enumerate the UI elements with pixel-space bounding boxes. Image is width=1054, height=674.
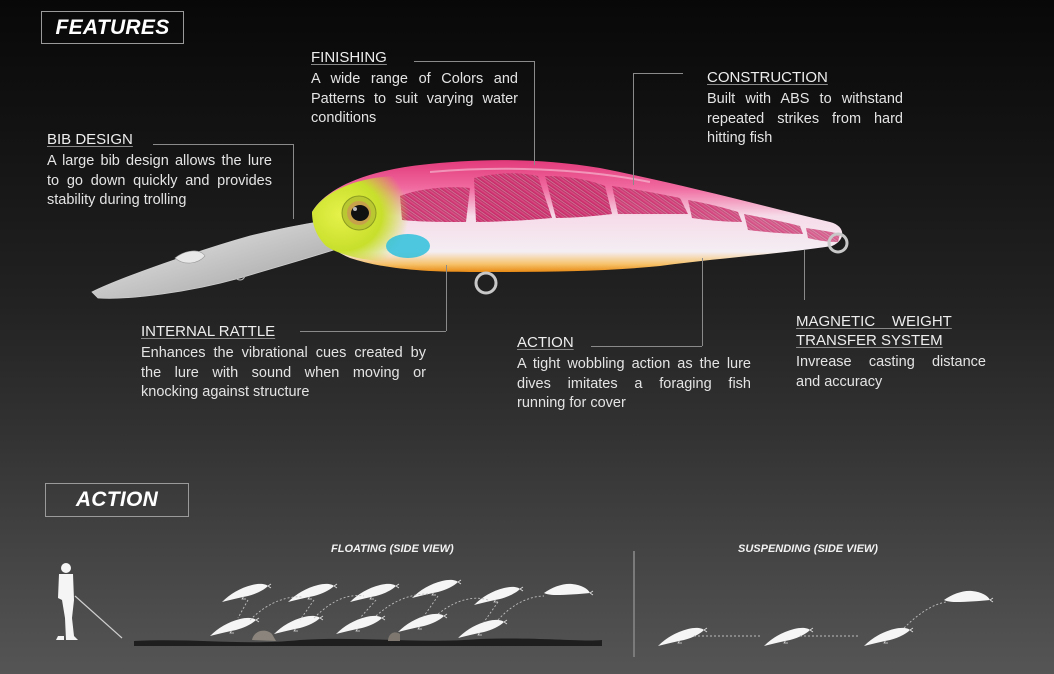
suspending-label: SUSPENDING (SIDE VIEW): [738, 543, 878, 555]
construction-leader-h: [633, 73, 683, 74]
bib-design-description: A large bib design allows the lure to go…: [47, 153, 272, 208]
action-title: ACTION: [517, 334, 574, 351]
construction-leader-v: [633, 73, 634, 185]
rattle-leader-v: [446, 265, 447, 331]
internal-rattle-title: INTERNAL RATTLE: [141, 323, 276, 340]
construction-description: Built with ABS to withstand repeated str…: [707, 91, 903, 146]
seabed: [134, 638, 602, 646]
finishing-title: FINISHING: [311, 49, 387, 66]
bib-leader-h: [153, 144, 293, 145]
floating-label: FLOATING (SIDE VIEW): [331, 543, 454, 555]
lure-body: [312, 160, 843, 272]
action-heading: ACTION: [45, 483, 189, 517]
floating-diagram: [56, 563, 602, 646]
action-leader-v: [702, 258, 703, 346]
action-divider: [633, 551, 635, 657]
angler-silhouette-icon: [56, 563, 123, 640]
construction-title: CONSTRUCTION: [707, 69, 828, 86]
nose-ring: [827, 232, 849, 254]
action-description: A tight wobbling action as the lure dive…: [517, 356, 751, 411]
action-leader-h: [591, 346, 702, 347]
lure-eye: [341, 195, 377, 231]
magnetic-title-line1: MAGNETIC WEIGHT: [796, 313, 952, 330]
action-heading-label: ACTION: [75, 488, 159, 511]
finishing-leader-v: [534, 61, 535, 165]
finishing-leader-h: [414, 61, 534, 62]
finishing-description: A wide range of Colors and Patterns to s…: [311, 71, 518, 126]
belly-ring: [474, 271, 498, 295]
bib-leader-v: [293, 144, 294, 219]
magnetic-leader-v: [804, 250, 805, 300]
internal-rattle-description: Enhances the vibrational cues created by…: [141, 345, 426, 400]
bib-design-title: BIB DESIGN: [47, 131, 133, 148]
features-heading: FEATURES: [41, 11, 184, 44]
magnetic-title-line2: TRANSFER SYSTEM: [796, 332, 943, 349]
rattle-leader-h: [300, 331, 446, 332]
suspending-diagram: [657, 590, 994, 647]
magnetic-description: Invrease casting distance and accuracy: [796, 354, 986, 390]
features-heading-label: FEATURES: [55, 15, 170, 39]
